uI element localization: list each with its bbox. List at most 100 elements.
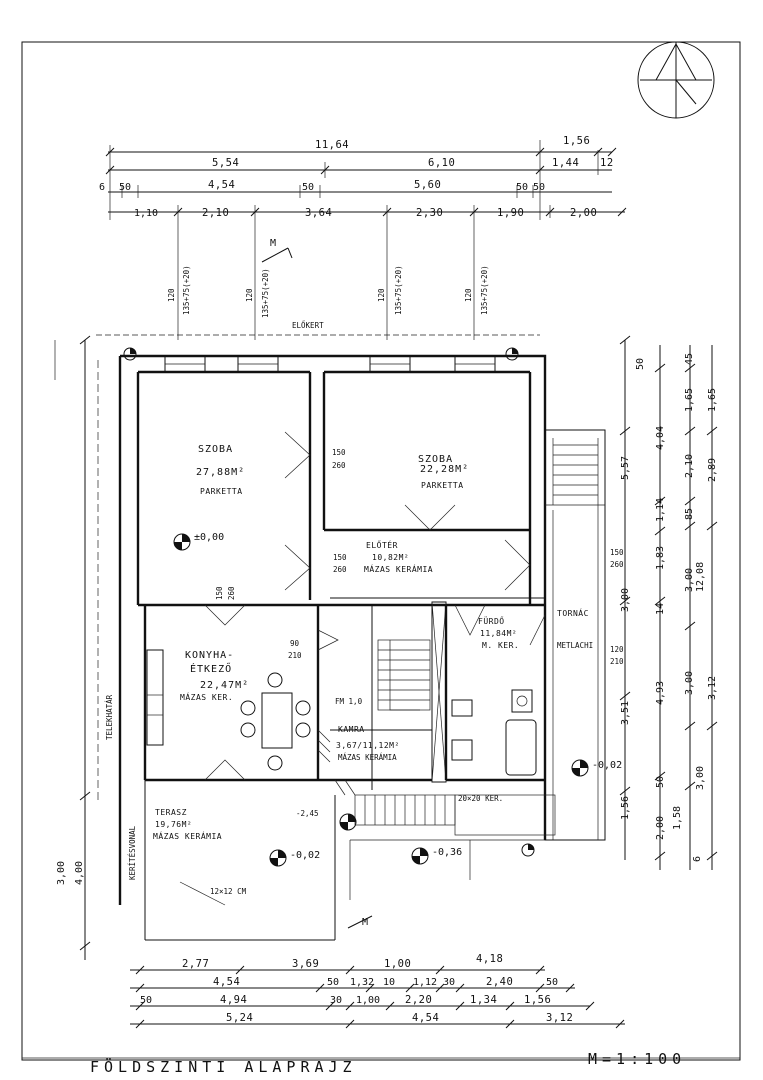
dining-table-icon [261, 692, 293, 749]
level-marker-icon [571, 759, 589, 777]
dim-bottom-1-2: 3,69 [292, 958, 319, 970]
dim-top-3-4: 50 [302, 182, 314, 193]
dim-top-2-2: 6,10 [428, 157, 455, 169]
room-5-area: 11,84M² [480, 629, 517, 638]
dim-right-1-3: 3,51 [620, 701, 631, 725]
dim-top-4-4: 2,30 [416, 207, 443, 219]
dim-right-2-3: 1,14 [655, 498, 666, 522]
section-mark-label: M [270, 238, 277, 249]
dim-bottom-1-4: 4,18 [476, 953, 503, 965]
section-mark-bottom: M [347, 915, 373, 929]
window-height-1: 120 [167, 288, 176, 302]
dim-right-3-6: 3,00 [684, 671, 695, 695]
room-8-name: TORNÁC [557, 607, 589, 618]
room-6-name: KAMRA [338, 725, 365, 734]
fence-left-label: TELEKHATÁR [105, 694, 114, 740]
dim-right-4-2: 2,89 [707, 458, 718, 482]
section-mark-bottom-label: M [362, 917, 369, 928]
dim-right-3-2: 1,65 [684, 388, 695, 412]
room-7-floor: MÁZAS KERÁMIA [153, 830, 222, 841]
dim-right-3-1: 45 [684, 353, 695, 365]
dim-left-2: 3,00 [56, 861, 67, 885]
north-arrow-icon [637, 41, 715, 119]
room-3-area: 10,82M² [372, 553, 409, 562]
dim-right-2-5: 14 [655, 603, 666, 615]
drawing-scale: M=1:100 [588, 1050, 686, 1068]
room-7-area: 19,76M² [155, 820, 192, 829]
dim-top-2-4: 12 [600, 157, 614, 169]
bottom-dimension-chains: 2,77 3,69 1,00 4,18 4,54 50 1,32 10 1,12… [130, 953, 625, 1029]
dim-top-2-1: 5,54 [212, 157, 239, 169]
room-1-name: SZOBA [198, 444, 233, 455]
room-3-floor: MÁZAS KERÁMIA [364, 563, 433, 574]
room-6-floor: MÁZAS KERÁMIA [338, 753, 397, 762]
dim-right-3-7: 1,58 [672, 806, 683, 830]
dim-bottom-2-5: 1,12 [413, 977, 437, 988]
level-marker-icon [269, 849, 287, 867]
room-8-floor: METLACHI [557, 641, 593, 650]
dim-bottom-3-2: 4,94 [220, 994, 247, 1006]
room-4-name: KONYHA- [185, 650, 234, 661]
window-labels: 120 135+75(+20) 120 135+75(+20) 120 135+… [167, 265, 489, 318]
dim-right-3-4: 85 [684, 508, 695, 520]
room-6-area: 3,67/11,12M² [336, 741, 400, 750]
dim-bottom-2-6: 30 [443, 977, 455, 988]
dim-right-2-2: 4,04 [655, 426, 666, 450]
dim-right-2-7: 50 [655, 776, 666, 788]
level-terrace: -0,02 [290, 850, 320, 861]
window-width-4: 135+75(+20) [480, 265, 489, 315]
window-width-2: 135+75(+20) [261, 268, 270, 318]
fm-label: FM 1,0 [335, 697, 363, 706]
room-4-floor: MÁZAS KER. [180, 691, 233, 702]
drawing-title: FÖLDSZINTI ALAPRAJZ [90, 1057, 357, 1076]
dim-right-3-3: 2,10 [684, 454, 695, 478]
dim-top-4-3: 3,64 [305, 207, 332, 219]
room-1-area: 27,88M² [196, 467, 245, 478]
dim-bottom-2-4: 10 [383, 977, 395, 988]
room-7-name: TERASZ [155, 808, 187, 817]
dim-top-3-6: 50 [516, 182, 528, 193]
dim-right-2-8: 2,00 [655, 816, 666, 840]
dim-top-1-2: 1,56 [563, 135, 590, 147]
dim-bottom-3-5: 2,20 [405, 994, 432, 1006]
level-marker-icon [411, 847, 429, 865]
dim-bottom-1-3: 1,00 [384, 958, 411, 970]
door-3-w: 150 [215, 586, 224, 600]
dim-bottom-2-3: 1,32 [350, 977, 374, 988]
dim-bottom-4-3: 3,12 [546, 1012, 573, 1024]
door-3-h: 260 [227, 586, 236, 600]
level-entrance: -0,36 [432, 847, 462, 858]
dim-top-3-2: 50 [119, 182, 131, 193]
dim-bottom-2-7: 2,40 [486, 976, 513, 988]
fence-left-label-2: KERÍTÉSVONAL [128, 825, 137, 880]
dim-right-2-4: 1,83 [655, 546, 666, 570]
dim-bottom-3-3: 30 [330, 995, 342, 1006]
window-width-3: 135+75(+20) [394, 265, 403, 315]
dim-left-1: 4,00 [74, 861, 85, 885]
dim-right-1-1: 5,57 [620, 456, 631, 480]
door-4-w: 90 [290, 639, 300, 648]
dim-top-3-5: 5,60 [414, 179, 441, 191]
dim-right-2-6: 4,93 [655, 681, 666, 705]
door-6-h: 210 [610, 657, 624, 666]
kitchen-counter-icon [146, 649, 164, 746]
dim-right-2-1: 50 [635, 358, 646, 370]
level-main: ±0,00 [194, 532, 224, 543]
window-width-1: 135+75(+20) [182, 265, 191, 315]
dim-top-4-6: 2,00 [570, 207, 597, 219]
room-3-name: ELŐTÉR [366, 539, 398, 550]
right-dimension-chains: 5,57 3,00 3,51 1,56 50 4,04 1,14 1,83 14… [619, 335, 718, 870]
room-2-floor: PARKETTA [421, 481, 464, 490]
shower-icon [511, 689, 533, 713]
section-mark-top: M [261, 238, 293, 263]
door-6-w: 120 [610, 645, 624, 654]
bathtub-icon [505, 719, 537, 776]
door-1-h: 260 [332, 461, 346, 470]
level-markers: ±0,00 -0,02 -0,02 -0,36 -2,45 [123, 347, 622, 867]
building-walls [118, 354, 606, 941]
dim-right-4-5: 3,00 [695, 766, 706, 790]
dim-right-1-4: 1,56 [620, 796, 631, 820]
room-2-area: 22,28M² [420, 464, 469, 475]
dim-total-width: 11,64 [315, 139, 349, 151]
